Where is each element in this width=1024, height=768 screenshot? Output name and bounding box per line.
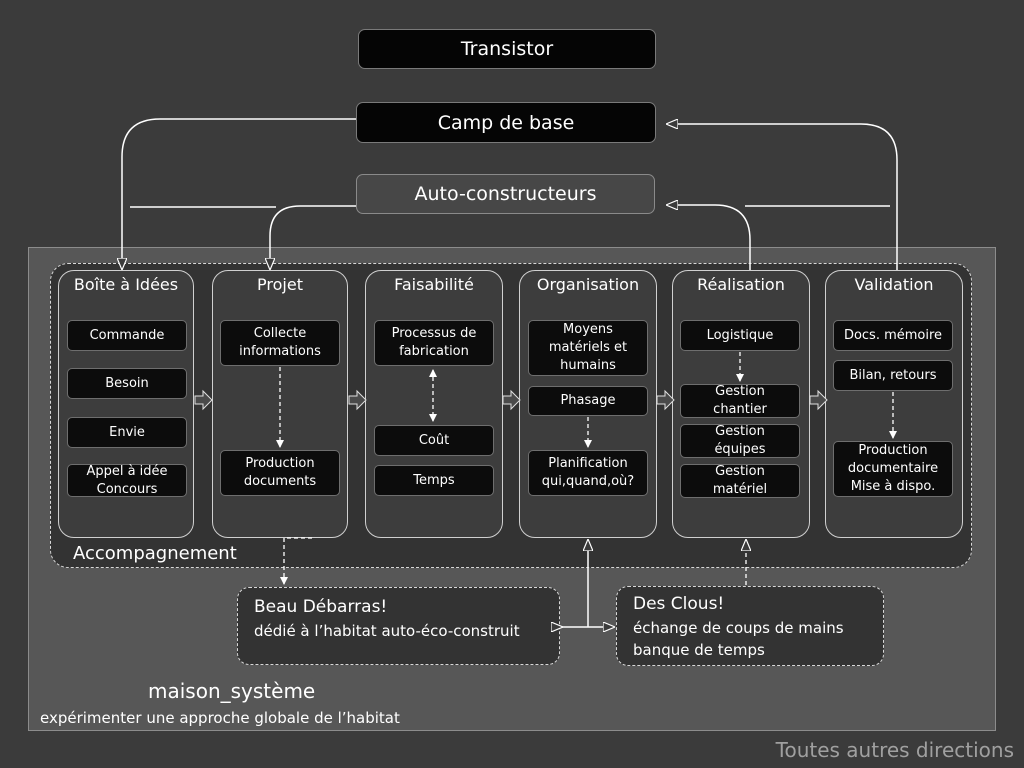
accompagnement-label: Accompagnement [73, 543, 237, 564]
item-temps: Temps [374, 465, 494, 496]
item-logistique: Logistique [680, 320, 800, 351]
item-production-documents: Production documents [220, 450, 340, 496]
arrow-col3-col4 [502, 389, 521, 411]
column-title-faisabilite: Faisabilité [394, 275, 474, 294]
arrow-col5-col6 [809, 389, 828, 411]
arrow-col1-col2 [194, 389, 213, 411]
auto-constructeurs-box: Auto-constructeurs [356, 174, 655, 214]
camp-de-base-box: Camp de base [356, 102, 656, 143]
transistor-label: Transistor [460, 38, 554, 60]
note-beau-debarras: Beau Débarras! dédié à l’habitat auto-éc… [237, 587, 560, 665]
item-bilan-retours: Bilan, retours [833, 360, 953, 391]
item-collecte-informations: Collecte informations [220, 320, 340, 366]
item-moyens: Moyens matériels et humains [528, 320, 648, 376]
accompagnement-frame [50, 263, 972, 568]
auto-constructeurs-label: Auto-constructeurs [414, 183, 597, 205]
item-phasage: Phasage [528, 386, 648, 416]
toutes-autres-directions: Toutes autres directions [775, 738, 1014, 762]
arrow-col4-col5 [656, 389, 675, 411]
note-beau-debarras-title: Beau Débarras! [254, 597, 388, 617]
dash-accomp-to-beau [280, 537, 312, 585]
note-des-clous: Des Clous! échange de coups de mains ban… [616, 586, 884, 666]
item-production-documentaire: Production documentaire Mise à dispo. [833, 441, 953, 497]
item-gestion-equipes: Gestion équipes [680, 424, 800, 458]
arrow-col2-col3 [348, 389, 367, 411]
item-gestion-chantier: Gestion chantier [680, 384, 800, 418]
connector-realisation-to-auto [667, 205, 751, 270]
column-title-realisation: Réalisation [697, 275, 785, 294]
item-commande: Commande [67, 320, 187, 351]
item-appel-a-idee: Appel à idée Concours [67, 464, 187, 497]
maison-systeme-title: maison_système [148, 679, 316, 703]
item-planification: Planification qui,quand,où? [528, 450, 648, 496]
column-title-boite-a-idees: Boîte à Idées [73, 275, 179, 294]
transistor-box: Transistor [358, 29, 656, 69]
note-des-clous-line1: échange de coups de mains [633, 619, 844, 637]
note-beau-debarras-line1: dédié à l’habitat auto-éco-construit [254, 622, 520, 640]
connector-camp-to-boite [122, 118, 356, 269]
item-docs-memoire: Docs. mémoire [833, 320, 953, 351]
connector-auto-to-projet [270, 205, 356, 269]
maison-systeme-subtitle: expérimenter une approche globale de l’h… [40, 709, 400, 727]
camp-de-base-label: Camp de base [437, 111, 575, 134]
item-envie: Envie [67, 417, 187, 448]
note-des-clous-title: Des Clous! [633, 594, 725, 614]
item-gestion-materiel: Gestion matériel [680, 464, 800, 498]
column-title-projet: Projet [257, 275, 303, 294]
item-besoin: Besoin [67, 368, 187, 399]
connector-validation-to-camp [667, 124, 898, 270]
column-title-organisation: Organisation [536, 275, 640, 294]
item-processus-fabrication: Processus de fabrication [374, 320, 494, 366]
column-title-validation: Validation [854, 275, 934, 294]
note-des-clous-line2: banque de temps [633, 641, 765, 659]
item-cout: Coût [374, 425, 494, 456]
